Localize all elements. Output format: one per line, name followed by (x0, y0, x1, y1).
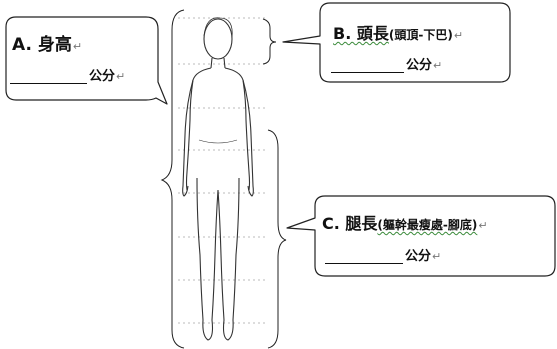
leg-title-paragraph-mark: ↵ (478, 219, 488, 232)
height-answer-blank[interactable] (10, 69, 87, 84)
head-title-paragraph-mark: ↵ (453, 29, 464, 42)
height-unit: 公分 (89, 69, 116, 84)
leg-callout-title: C. 腿長(軀幹最瘦處-腳底)↵ (322, 210, 488, 234)
head-unit-paragraph-mark: ↵ (433, 59, 443, 72)
leg-bubble (286, 195, 556, 277)
height-answer-line: 公分↵ (10, 65, 125, 84)
callout-bubbles (5, 2, 556, 277)
leg-callout-title-text: C. 腿長 (322, 214, 378, 233)
human-figure (182, 17, 254, 341)
height-bracket (160, 9, 185, 349)
figure-torso (185, 67, 251, 191)
height-title-paragraph-mark: ↵ (72, 40, 83, 53)
height-callout-title: A. 身高↵ (12, 30, 82, 55)
figure-legs (196, 177, 240, 341)
head-answer-line: 公分↵ (331, 54, 442, 73)
head-bubble (282, 2, 511, 83)
height-unit-paragraph-mark: ↵ (116, 70, 126, 83)
figure-right-arm (242, 79, 254, 197)
leg-answer-blank[interactable] (325, 249, 403, 264)
leg-answer-line: 公分↵ (325, 245, 441, 264)
brackets (160, 9, 287, 349)
figure-hair (203, 17, 233, 39)
leg-unit: 公分 (405, 249, 432, 264)
figure-left-arm (182, 79, 194, 197)
head-callout-subtitle: (頭頂-下巴) (388, 28, 453, 42)
figure-neck (210, 57, 226, 69)
leg-bracket (267, 129, 287, 349)
guide-lines (178, 17, 268, 324)
head-bracket (262, 18, 277, 65)
height-bubble (5, 16, 168, 105)
figure-waist (198, 139, 238, 144)
head-callout-title: B. 頭長(頭頂-下巴)↵ (333, 20, 463, 44)
height-callout-title-text: A. 身高 (12, 35, 72, 55)
head-callout-title-text: B. 頭長 (333, 24, 389, 43)
leg-unit-paragraph-mark: ↵ (432, 250, 442, 263)
leg-callout-subtitle: (軀幹最瘦處-腳底) (377, 218, 478, 232)
head-answer-blank[interactable] (331, 58, 404, 73)
figure-head (203, 18, 233, 60)
head-unit: 公分 (406, 58, 433, 73)
